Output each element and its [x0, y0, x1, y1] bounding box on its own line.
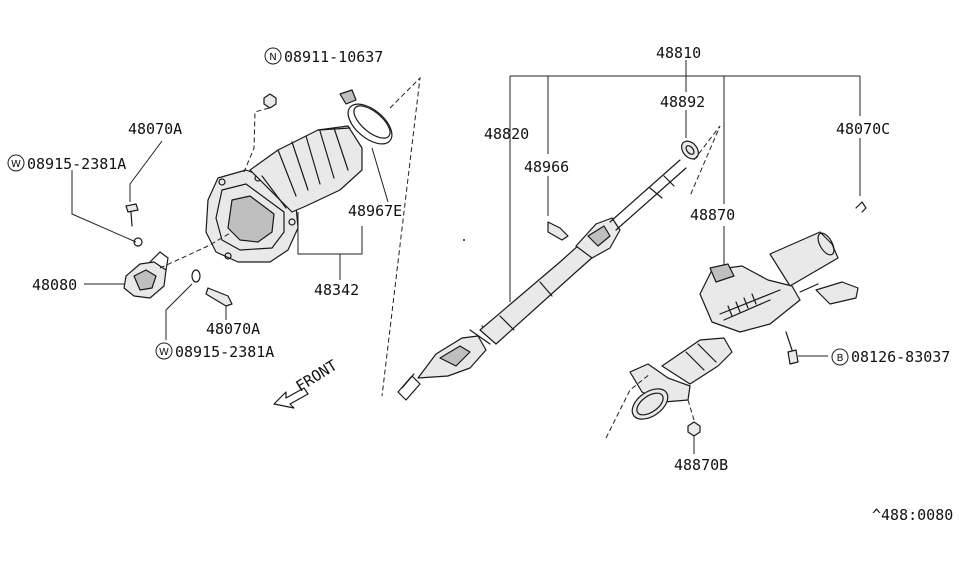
label-ref-code: ^488:0080: [872, 506, 953, 524]
label-48966: 48966: [524, 158, 569, 176]
label-48342: 48342: [314, 281, 359, 299]
label-48820: 48820: [484, 125, 529, 143]
label-48870B: 48870B: [674, 456, 728, 474]
front-arrow: [273, 387, 309, 409]
label-48070A-bottom: 48070A: [206, 320, 260, 338]
nut-08911-10637: [243, 93, 277, 173]
label-48070C: 48070C: [836, 120, 890, 138]
label-48810: 48810: [656, 44, 701, 62]
steering-boot-cover: [205, 125, 363, 263]
label-48870: 48870: [690, 206, 735, 224]
clamp-48967E: [339, 89, 393, 145]
label-48080: 48080: [32, 276, 77, 294]
b-symbol-circle: [831, 348, 849, 366]
label-08126-83037: 08126-83037: [851, 348, 950, 366]
w-symbol-bottom: W: [159, 347, 169, 358]
column-assembly-48870: [629, 201, 867, 437]
joint-48080: [123, 203, 233, 307]
label-48967E: 48967E: [348, 202, 402, 220]
b-symbol: B: [837, 353, 844, 364]
label-08915-2381A-bottom: 08915-2381A: [175, 343, 274, 361]
w-symbol-circle-top: [7, 154, 25, 172]
label-08915-2381A-top: 08915-2381A: [27, 155, 126, 173]
n-symbol: N: [269, 52, 276, 63]
label-08911-10637: 08911-10637: [284, 48, 383, 66]
n-symbol-circle: [264, 47, 282, 65]
label-48892: 48892: [660, 93, 705, 111]
steering-shaft: [397, 140, 699, 401]
label-front: FRONT: [293, 356, 341, 395]
w-symbol-top: W: [11, 159, 21, 170]
label-48070A-top: 48070A: [128, 120, 182, 138]
w-symbol-circle-bottom: [155, 342, 173, 360]
